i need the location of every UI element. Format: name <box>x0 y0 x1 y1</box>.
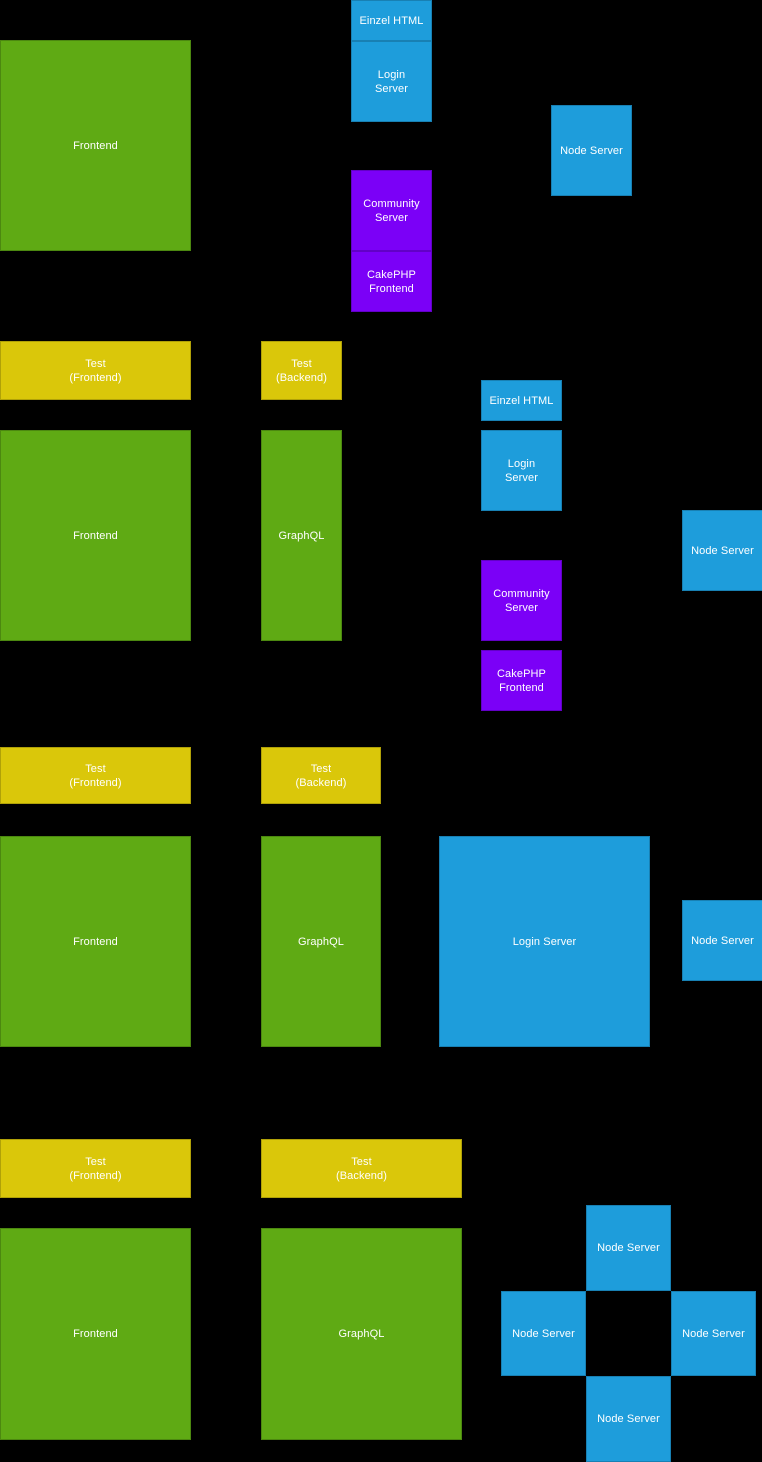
treemap-node-label: CakePHP Frontend <box>367 268 416 295</box>
treemap-node-label: Frontend <box>73 139 118 152</box>
treemap-node-label: Community Server <box>493 587 550 614</box>
treemap-node-einzel-html[interactable]: Einzel HTML <box>481 380 562 421</box>
treemap-node-login-server[interactable]: Login Server <box>439 836 650 1047</box>
treemap-node-label: Einzel HTML <box>359 14 424 27</box>
treemap-node-cakephp-frontend[interactable]: CakePHP Frontend <box>351 251 432 312</box>
treemap-node-label: Login Server <box>505 457 538 484</box>
treemap-node-label: GraphQL <box>298 935 344 948</box>
treemap-node-label: Test (Backend) <box>295 762 347 789</box>
treemap-node-frontend[interactable]: Frontend <box>0 430 191 641</box>
treemap-node-label: Frontend <box>73 935 118 948</box>
treemap-node-label: GraphQL <box>338 1328 385 1340</box>
treemap-node-node-server[interactable]: Node Server <box>551 105 632 196</box>
treemap-node-community-server[interactable]: Community Server <box>351 170 432 251</box>
treemap-node-graphql[interactable]: GraphQL <box>261 430 342 641</box>
treemap-node-label: Test (Frontend) <box>69 1155 122 1182</box>
treemap-node-frontend[interactable]: Frontend <box>0 1228 191 1440</box>
treemap-node-label: Node Server <box>691 934 754 947</box>
treemap-node-node-server[interactable]: Node Server <box>682 900 762 981</box>
treemap-node-label: Test (Frontend) <box>69 762 122 789</box>
treemap-node-label: Node Server <box>597 1242 660 1254</box>
treemap-node-login-server[interactable]: Login Server <box>481 430 562 511</box>
treemap-node-node-server[interactable]: Node Server <box>671 1291 756 1376</box>
treemap-node-graphql[interactable]: GraphQL <box>261 1228 462 1440</box>
treemap-node-label: CakePHP Frontend <box>497 667 546 694</box>
treemap-node-node-server[interactable]: Node Server <box>501 1291 586 1376</box>
treemap-node-label: Community Server <box>363 197 420 224</box>
treemap-node-test-backend[interactable]: Test (Backend) <box>261 747 381 804</box>
treemap-node-graphql[interactable]: GraphQL <box>261 836 381 1047</box>
treemap-node-label: Node Server <box>560 144 623 157</box>
treemap-node-label: Login Server <box>512 935 577 948</box>
treemap-node-label: Einzel HTML <box>489 394 554 407</box>
treemap-node-label: Frontend <box>73 1328 118 1340</box>
treemap-node-node-server[interactable]: Node Server <box>586 1376 671 1462</box>
treemap-node-label: Login Server <box>375 68 408 95</box>
treemap-node-label: Node Server <box>691 544 754 557</box>
treemap-node-label: Test (Backend) <box>335 1155 388 1182</box>
treemap-node-node-server[interactable]: Node Server <box>586 1205 671 1291</box>
treemap-node-test-backend[interactable]: Test (Backend) <box>261 341 342 400</box>
treemap-node-frontend[interactable]: Frontend <box>0 836 191 1047</box>
treemap-node-label: Node Server <box>512 1327 575 1340</box>
treemap-node-login-server[interactable]: Login Server <box>351 41 432 122</box>
treemap-node-einzel-html[interactable]: Einzel HTML <box>351 0 432 41</box>
treemap-node-label: Frontend <box>73 529 118 542</box>
treemap-node-label: Node Server <box>682 1327 745 1340</box>
treemap-node-test-frontend[interactable]: Test (Frontend) <box>0 1139 191 1198</box>
treemap-node-label: GraphQL <box>278 529 325 542</box>
treemap-node-test-frontend[interactable]: Test (Frontend) <box>0 747 191 804</box>
treemap-node-community-server[interactable]: Community Server <box>481 560 562 641</box>
treemap-node-label: Test (Frontend) <box>69 357 122 384</box>
treemap-node-label: Test (Backend) <box>275 357 328 384</box>
treemap-node-frontend[interactable]: Frontend <box>0 40 191 251</box>
treemap-node-test-backend[interactable]: Test (Backend) <box>261 1139 462 1198</box>
treemap-node-node-server[interactable]: Node Server <box>682 510 762 591</box>
treemap-node-test-frontend[interactable]: Test (Frontend) <box>0 341 191 400</box>
treemap-node-label: Node Server <box>597 1413 660 1425</box>
treemap-node-cakephp-frontend[interactable]: CakePHP Frontend <box>481 650 562 711</box>
